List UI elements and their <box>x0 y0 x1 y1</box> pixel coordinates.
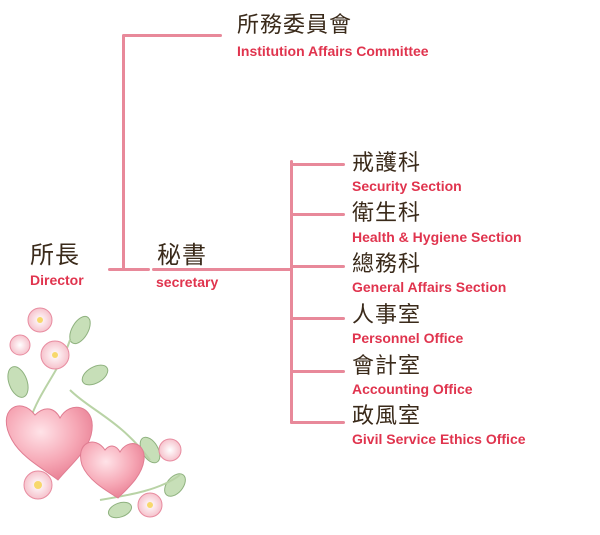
unit-general-affairs-en: General Affairs Section <box>352 279 506 295</box>
unit-accounting-zh: 會計室 <box>352 355 421 379</box>
director-title-en: Director <box>30 272 84 288</box>
unit-branch-line <box>290 163 345 166</box>
director-secretary-connector <box>108 268 150 271</box>
unit-ethics-zh: 政風室 <box>352 405 421 429</box>
director-title-zh: 所長 <box>30 242 80 268</box>
hearts-flowers-illustration <box>0 300 200 535</box>
secretary-title-zh: 秘書 <box>157 242 207 268</box>
unit-personnel-en: Personnel Office <box>352 330 463 346</box>
unit-security-zh: 戒護科 <box>352 152 421 176</box>
unit-personnel-zh: 人事室 <box>352 304 421 328</box>
unit-ethics-en: Givil Service Ethics Office <box>352 431 526 447</box>
committee-trunk-line <box>122 35 125 271</box>
unit-health-zh: 衛生科 <box>352 202 421 226</box>
heart-icon <box>81 442 145 498</box>
unit-health-en: Health & Hygiene Section <box>352 229 522 245</box>
unit-security-en: Security Section <box>352 178 462 194</box>
committee-branch-line <box>122 34 222 37</box>
committee-title-en: Institution Affairs Committee <box>237 43 429 59</box>
unit-branch-line <box>290 213 345 216</box>
unit-branch-line <box>290 265 345 268</box>
unit-branch-line <box>290 370 345 373</box>
unit-general-affairs-zh: 總務科 <box>352 253 421 277</box>
unit-accounting-en: Accounting Office <box>352 381 473 397</box>
units-trunk-line <box>290 160 293 424</box>
committee-title-zh: 所務委員會 <box>237 14 352 38</box>
unit-branch-line <box>290 421 345 424</box>
unit-branch-line <box>290 317 345 320</box>
secretary-title-en: secretary <box>156 274 218 290</box>
heart-icon <box>6 406 92 480</box>
